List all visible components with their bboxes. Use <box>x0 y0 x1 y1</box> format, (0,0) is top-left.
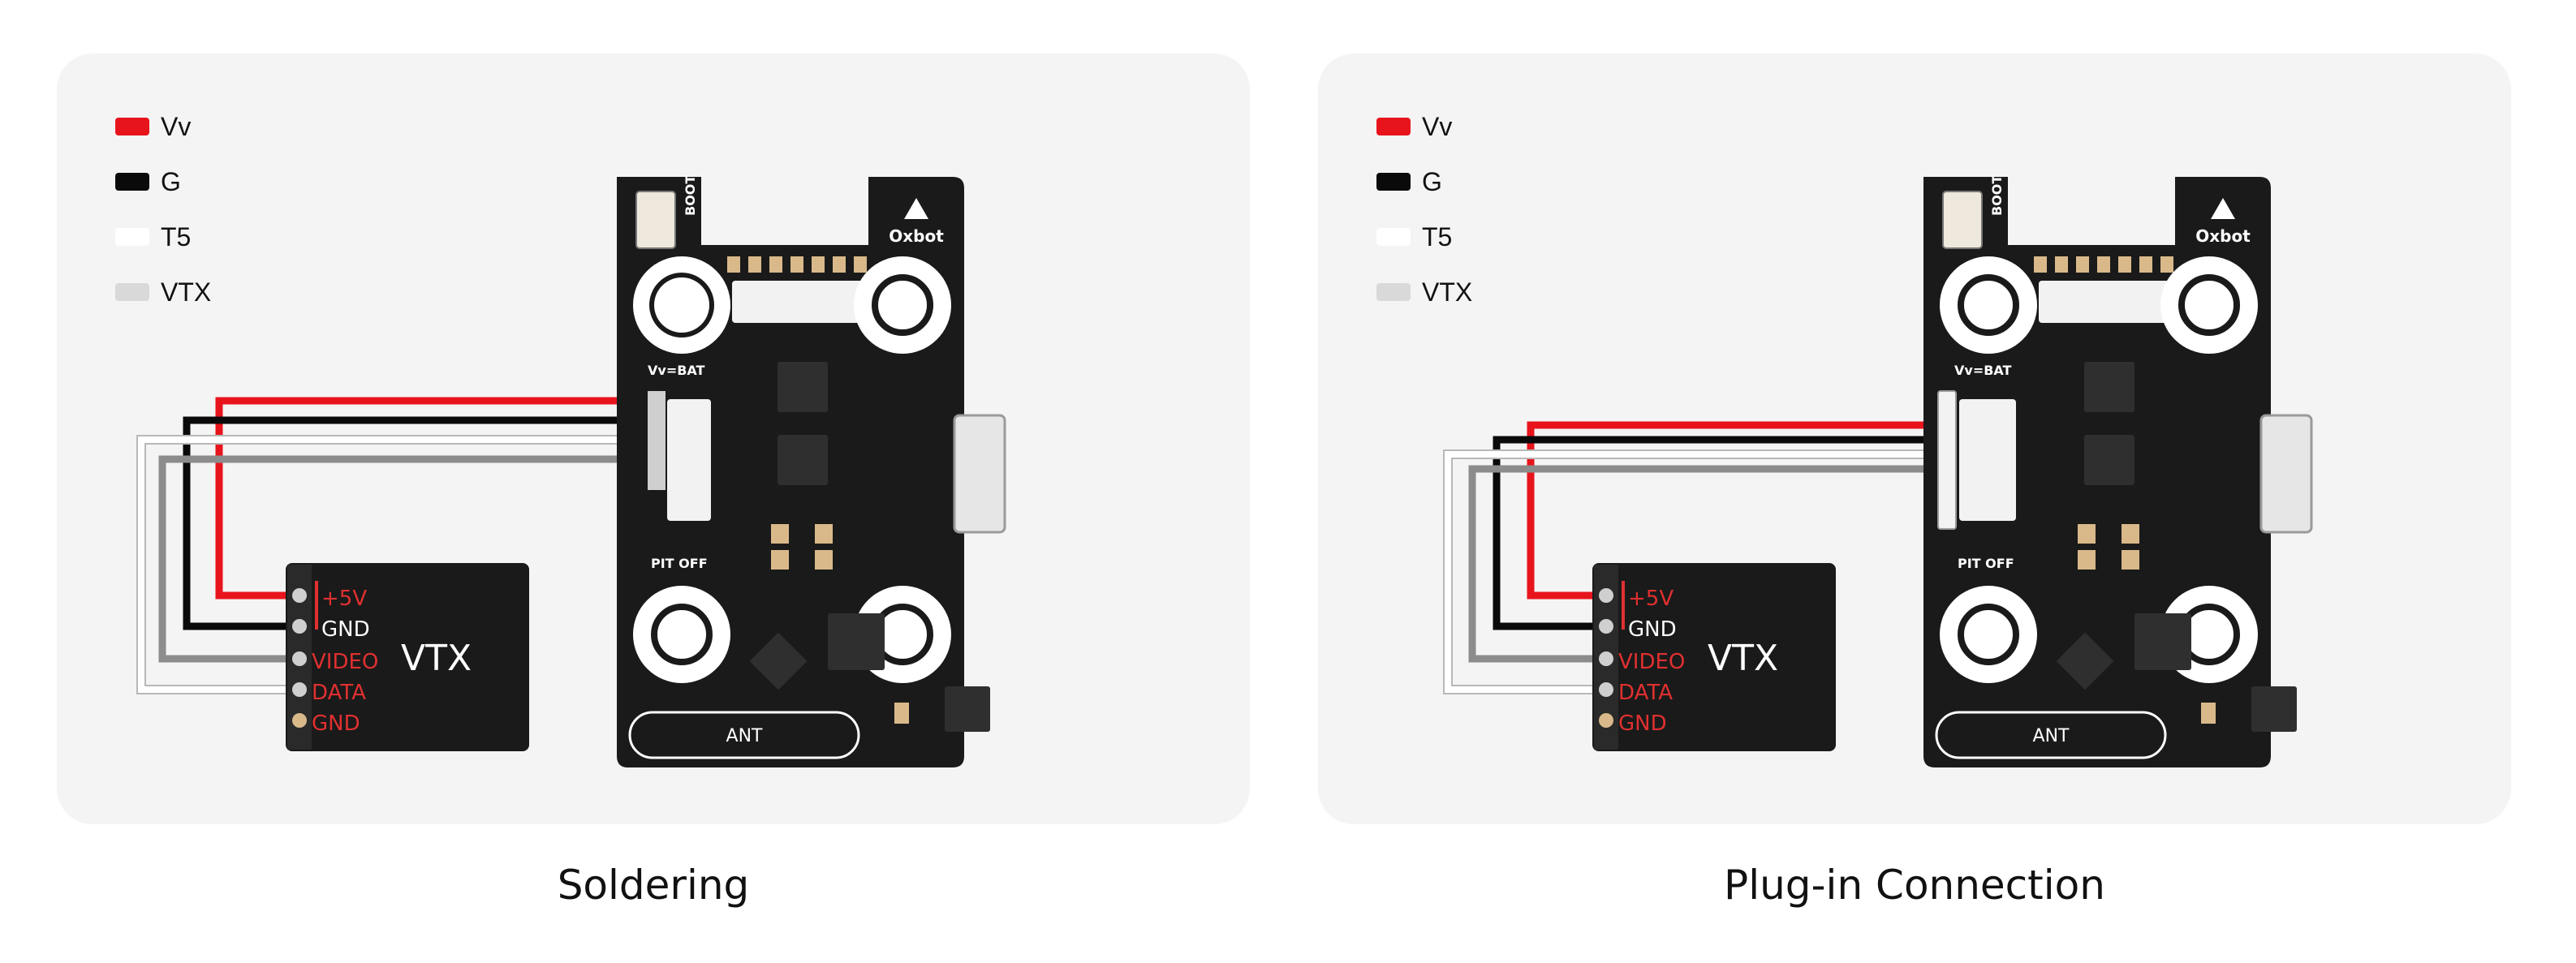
legend-item-vv: Vv <box>1376 99 1472 154</box>
cable-plug <box>1937 390 1957 530</box>
legend-item-t5: T5 <box>1376 209 1472 264</box>
flight-controller: BOOT Oxbot Vv=BAT <box>1923 175 2313 767</box>
vtx-pin-gnd-1: GND <box>1628 617 1677 642</box>
vtx-pin-5v: +5V <box>321 587 367 611</box>
legend-label-g: G <box>1422 166 1442 196</box>
side-connector <box>667 399 711 521</box>
vtx-module: +5V GND VIDEO DATA GND VTX <box>286 563 529 751</box>
chips <box>778 362 990 732</box>
pit-off-label: PIT OFF <box>651 556 708 571</box>
boot-label: BOOT <box>683 175 698 216</box>
legend-item-t5: T5 <box>115 209 211 264</box>
legend: Vv G T5 VTX <box>115 99 211 320</box>
plug-in-wires <box>1443 421 1943 694</box>
vtx-title: VTX <box>1708 638 1778 679</box>
legend-label-t5: T5 <box>161 221 192 251</box>
legend-swatch-t5 <box>115 228 149 246</box>
top-connector <box>732 281 867 323</box>
wire-vtx <box>158 455 633 663</box>
legend-swatch-g <box>1376 173 1411 191</box>
vtx-pin-data: DATA <box>1618 681 1673 705</box>
legend-label-vtx: VTX <box>1422 277 1473 307</box>
wire-vv <box>1527 421 1943 600</box>
side-connector <box>1959 399 2016 521</box>
wire-t5 <box>1445 451 1943 693</box>
legend-label-vv: Vv <box>1422 111 1453 141</box>
vtx-pin-data: DATA <box>312 681 366 705</box>
legend-item-g: G <box>1376 154 1472 209</box>
vtx-pin-5v: +5V <box>1628 587 1674 611</box>
legend-item-g: G <box>115 154 211 209</box>
legend-item-vtx: VTX <box>115 264 211 320</box>
r5-vtx-label: R5/VTX <box>647 497 662 550</box>
vtx-pads <box>292 588 307 697</box>
legend-label-vv: Vv <box>161 111 192 141</box>
boot-label: BOOT <box>1989 175 2005 216</box>
legend-label-g: G <box>161 166 181 196</box>
solder-pads-strip <box>648 391 666 490</box>
wire-vv <box>215 397 633 600</box>
legend-label-vtx: VTX <box>161 277 212 307</box>
legend-swatch-vv <box>1376 118 1411 135</box>
wire-g <box>183 416 633 630</box>
plug-in-panel: Vv G T5 VTX BOOT Oxbot <box>1318 54 2511 824</box>
top-pads <box>2034 256 2173 273</box>
wire-vtx <box>1468 465 1943 663</box>
usb-port <box>953 414 1006 534</box>
brand-label: Oxbot <box>889 226 944 246</box>
mcu-chip <box>749 632 808 690</box>
logo-triangle-icon <box>904 198 928 219</box>
boot-connector <box>635 191 676 249</box>
vtx-pin-video: VIDEO <box>312 650 378 674</box>
vtx-body <box>1592 563 1836 751</box>
top-pads <box>727 256 867 273</box>
plug-in-diagram: BOOT Oxbot Vv=BAT <box>1443 175 2313 767</box>
vv-bat-label: Vv=BAT <box>1954 363 2012 378</box>
legend: Vv G T5 VTX <box>1376 99 1472 320</box>
legend-swatch-g <box>115 173 149 191</box>
vv-bat-label: Vv=BAT <box>648 363 705 378</box>
legend-item-vv: Vv <box>115 99 211 154</box>
soldering-wires <box>136 397 633 694</box>
top-connector <box>2039 281 2173 323</box>
vtx-module: +5V GND VIDEO DATA GND VTX <box>1592 563 1836 751</box>
caption-plug-in: Plug-in Connection <box>1724 862 2105 909</box>
vtx-pads <box>1599 588 1613 697</box>
legend-label-t5: T5 <box>1422 221 1453 251</box>
logo-triangle-icon <box>2211 198 2235 219</box>
legend-swatch-t5 <box>1376 228 1411 246</box>
legend-swatch-vtx <box>1376 283 1411 301</box>
boot-connector <box>1942 191 1983 249</box>
ant-label: ANT <box>2033 726 2070 746</box>
vtx-pin-gnd-2: GND <box>312 712 360 736</box>
ant-label: ANT <box>726 726 764 746</box>
brand-label: Oxbot <box>2195 226 2251 246</box>
passives <box>2078 524 2216 724</box>
wire-g <box>1493 436 1943 630</box>
passives <box>771 524 909 724</box>
vtx-pin-gnd-1: GND <box>321 617 370 642</box>
wire-t5 <box>138 436 633 693</box>
vtx-title: VTX <box>401 638 472 679</box>
antenna <box>628 711 860 759</box>
caption-soldering: Soldering <box>557 862 750 909</box>
legend-swatch-vtx <box>115 283 149 301</box>
vtx-pin-video: VIDEO <box>1618 650 1685 674</box>
chips <box>2084 362 2297 732</box>
soldering-diagram: BOOT Oxbot Vv=BAT R5 <box>136 175 1006 767</box>
legend-swatch-vv <box>115 118 149 135</box>
usb-port <box>2259 414 2313 534</box>
vtx-pin-gnd-2: GND <box>1618 712 1667 736</box>
flight-controller: BOOT Oxbot Vv=BAT R5 <box>617 175 1006 767</box>
legend-item-vtx: VTX <box>1376 264 1472 320</box>
vtx-body <box>286 563 529 751</box>
antenna <box>1935 711 2167 759</box>
pit-off-label: PIT OFF <box>1958 556 2014 571</box>
soldering-panel: Vv G T5 VTX BOOT <box>57 54 1250 824</box>
